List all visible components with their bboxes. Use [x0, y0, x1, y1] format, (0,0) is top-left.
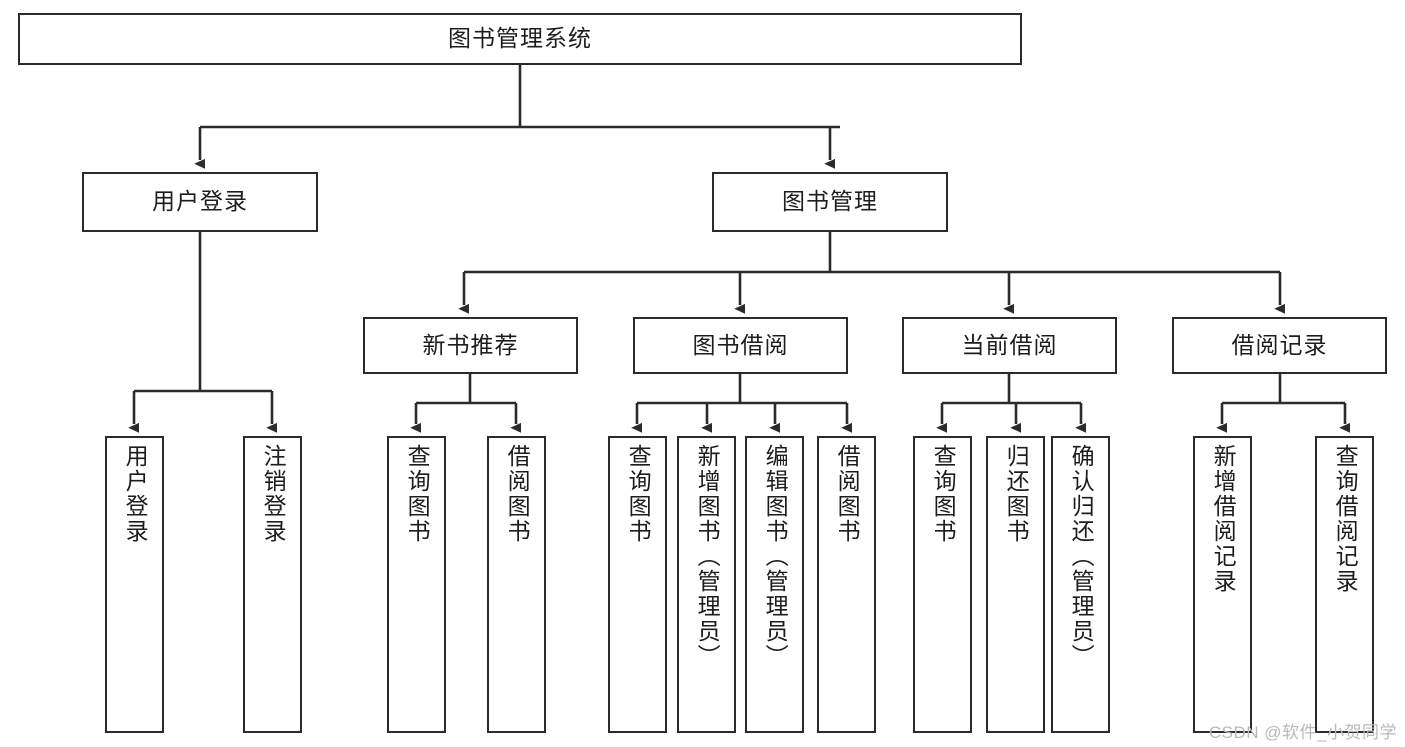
leaf-current-return-books-label: 归还图书: [1003, 444, 1030, 544]
leaf-borrow-query-books-label: 查询图书: [625, 444, 652, 544]
node-root-label: 图书管理系统: [448, 25, 592, 52]
leaf-newbook-borrow-books[interactable]: 借阅图书: [487, 436, 546, 733]
node-root[interactable]: 图书管理系统: [18, 13, 1022, 65]
leaf-current-query-books[interactable]: 查询图书: [913, 436, 972, 733]
leaf-current-confirm-return-admin[interactable]: 确认归还（管理员）: [1051, 436, 1110, 733]
leaf-logout[interactable]: 注销登录: [243, 436, 302, 733]
leaf-newbook-borrow-books-label: 借阅图书: [504, 444, 531, 544]
leaf-user-login-label: 用户登录: [122, 444, 149, 544]
node-borrow-record[interactable]: 借阅记录: [1172, 317, 1387, 374]
node-user-login[interactable]: 用户登录: [82, 172, 318, 232]
leaf-newbook-query-books-label: 查询图书: [404, 444, 431, 544]
node-user-login-label: 用户登录: [152, 188, 248, 215]
leaf-borrow-add-book-admin[interactable]: 新增图书（管理员）: [677, 436, 736, 733]
leaf-borrow-borrow-books-label: 借阅图书: [834, 444, 861, 544]
leaf-current-query-books-label: 查询图书: [930, 444, 957, 544]
node-book-borrow-label: 图书借阅: [692, 331, 789, 358]
node-book-management[interactable]: 图书管理: [712, 172, 948, 232]
leaf-record-add[interactable]: 新增借阅记录: [1193, 436, 1252, 733]
leaf-record-add-label: 新增借阅记录: [1210, 444, 1237, 594]
node-current-borrow[interactable]: 当前借阅: [902, 317, 1117, 374]
leaf-newbook-query-books[interactable]: 查询图书: [387, 436, 446, 733]
leaf-borrow-query-books[interactable]: 查询图书: [608, 436, 667, 733]
leaf-logout-label: 注销登录: [260, 444, 287, 544]
leaf-borrow-edit-book-admin-label: 编辑图书（管理员）: [762, 444, 789, 669]
node-current-borrow-label: 当前借阅: [961, 331, 1058, 358]
leaf-borrow-edit-book-admin[interactable]: 编辑图书（管理员）: [745, 436, 804, 733]
leaf-current-confirm-return-admin-label: 确认归还（管理员）: [1068, 444, 1095, 669]
csdn-watermark: CSDN @软件_小贺同学: [1208, 723, 1397, 742]
node-book-management-label: 图书管理: [782, 188, 878, 215]
node-new-book-recommend[interactable]: 新书推荐: [363, 317, 578, 374]
node-book-borrow[interactable]: 图书借阅: [633, 317, 848, 374]
node-new-book-recommend-label: 新书推荐: [422, 331, 519, 358]
leaf-current-return-books[interactable]: 归还图书: [986, 436, 1045, 733]
leaf-record-query[interactable]: 查询借阅记录: [1315, 436, 1374, 733]
leaf-user-login[interactable]: 用户登录: [105, 436, 164, 733]
leaf-borrow-add-book-admin-label: 新增图书（管理员）: [694, 444, 721, 669]
leaf-borrow-borrow-books[interactable]: 借阅图书: [817, 436, 876, 733]
node-borrow-record-label: 借阅记录: [1231, 331, 1328, 358]
leaf-record-query-label: 查询借阅记录: [1332, 444, 1359, 594]
